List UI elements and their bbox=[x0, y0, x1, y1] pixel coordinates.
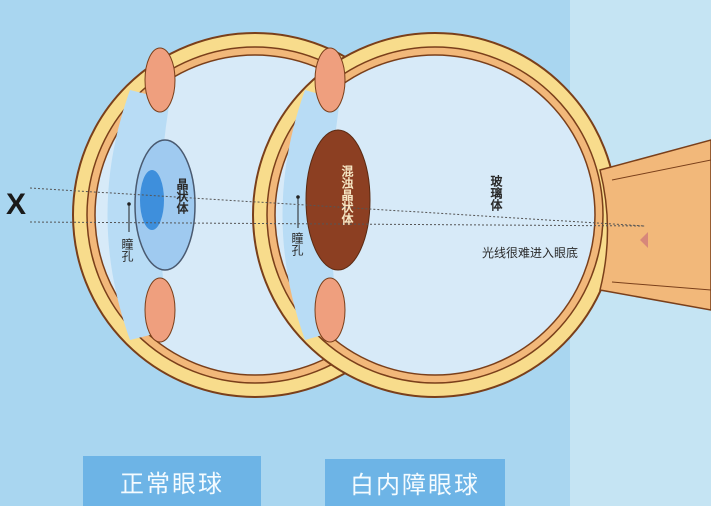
normal-eye-caption: 正常眼球 bbox=[83, 456, 261, 506]
cataract-lens-label: 混浊晶状体 bbox=[340, 165, 354, 225]
normal-lens-label: 晶状体 bbox=[175, 178, 189, 214]
cataract-eye-caption: 白内障眼球 bbox=[325, 459, 505, 506]
cataract-pupil-label: 瞳孔 bbox=[290, 232, 304, 256]
x-marker: X bbox=[6, 188, 27, 221]
normal-pupil-label: 瞳孔 bbox=[120, 238, 134, 262]
light-note: 光线很难进入眼底 bbox=[482, 246, 579, 260]
cataract-eyeball bbox=[252, 32, 711, 398]
light-rays bbox=[29, 187, 646, 227]
vitreous-label: 玻璃体 bbox=[489, 175, 503, 211]
